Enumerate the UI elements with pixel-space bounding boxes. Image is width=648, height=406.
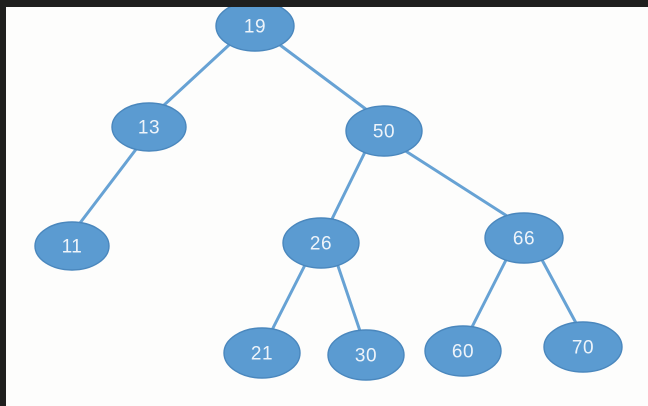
tree-edge-n26-to-n21 — [270, 261, 308, 332]
diagram-canvas: 19 13 50 11 26 66 21 30 60 70 — [6, 7, 648, 406]
tree-node-21[interactable]: 21 — [223, 327, 301, 379]
node-label-11: 11 — [62, 237, 83, 258]
node-ellipse-19 — [215, 7, 295, 52]
tree-edges-layer — [78, 43, 578, 333]
tree-edge-n50-to-n66 — [402, 148, 509, 218]
binary-tree-svg: 19 13 50 11 26 66 21 30 60 70 — [34, 7, 623, 381]
node-ellipse-13 — [111, 102, 187, 152]
node-label-30: 30 — [355, 346, 377, 367]
node-label-21: 21 — [251, 344, 273, 365]
tree-node-26[interactable]: 26 — [282, 217, 360, 269]
node-label-50: 50 — [373, 122, 395, 143]
tree-edge-n50-to-n26 — [330, 148, 368, 221]
node-ellipse-50 — [345, 105, 423, 157]
node-label-26: 26 — [310, 234, 332, 255]
tree-node-70[interactable]: 70 — [543, 321, 623, 373]
node-label-13: 13 — [138, 118, 160, 139]
tree-edge-n19-to-n50 — [278, 43, 369, 112]
tree-node-30[interactable]: 30 — [327, 329, 405, 381]
node-label-60: 60 — [452, 342, 474, 363]
tree-node-19[interactable]: 19 — [215, 7, 295, 52]
node-ellipse-70 — [543, 321, 623, 373]
tree-edge-n13-to-n11 — [78, 146, 139, 225]
node-ellipse-30 — [327, 329, 405, 381]
tree-nodes-layer: 19 13 50 11 26 66 21 30 60 70 — [34, 7, 623, 381]
node-label-19: 19 — [244, 17, 266, 38]
tree-edge-n66-to-n60 — [470, 256, 509, 329]
tree-edge-n66-to-n70 — [539, 256, 578, 325]
tree-edge-n26-to-n30 — [335, 261, 362, 333]
tree-node-50[interactable]: 50 — [345, 105, 423, 157]
node-ellipse-66 — [484, 212, 564, 264]
node-label-70: 70 — [572, 338, 594, 359]
node-ellipse-60 — [424, 325, 502, 377]
node-ellipse-11 — [34, 221, 110, 271]
tree-node-13[interactable]: 13 — [111, 102, 187, 152]
tree-node-60[interactable]: 60 — [424, 325, 502, 377]
node-ellipse-26 — [282, 217, 360, 269]
node-ellipse-21 — [223, 327, 301, 379]
tree-edge-n19-to-n13 — [161, 43, 231, 108]
tree-node-66[interactable]: 66 — [484, 212, 564, 264]
tree-node-11[interactable]: 11 — [34, 221, 110, 271]
node-label-66: 66 — [513, 229, 535, 250]
